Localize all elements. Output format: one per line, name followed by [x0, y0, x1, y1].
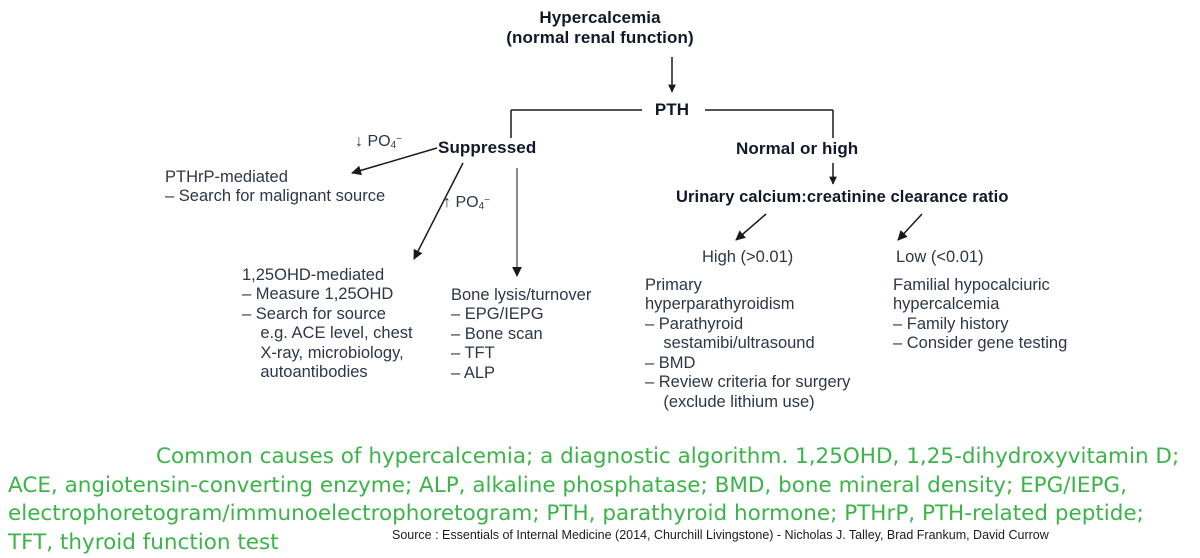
- node-suppressed: Suppressed: [438, 138, 537, 157]
- node-normal-or-high: Normal or high: [736, 139, 859, 158]
- node-ratio-high: High (>0.01): [702, 248, 794, 266]
- node-hypercalcemia-root: Hypercalcemia (normal renal function): [506, 8, 694, 48]
- node-pth: PTH: [654, 100, 690, 119]
- node-familial-hypocalciuric-hypercalcemia: Familial hypocalciuric hypercalcemia – F…: [893, 276, 1068, 353]
- node-ratio-low: Low (<0.01): [896, 248, 984, 266]
- node-pthrp-mediated: PTHrP-mediated – Search for malignant so…: [165, 168, 386, 206]
- down-arrow-icon: ↓: [355, 133, 363, 150]
- source-attribution: Source : Essentials of Internal Medicine…: [392, 528, 1049, 542]
- node-1250hd-mediated: 1,25OHD-mediated – Measure 1,25OHD – Sea…: [242, 266, 413, 382]
- node-primary-hyperparathyroidism: Primary hyperparathyroidism – Parathyroi…: [645, 276, 851, 411]
- figure-caption: Common causes of hypercalcemia; a diagno…: [8, 444, 1180, 555]
- node-urinary-calcium-creatinine-ratio: Urinary calcium:creatinine clearance rat…: [676, 188, 1009, 206]
- up-arrow-icon: ↑: [443, 194, 451, 211]
- edge-label-po4-decreased: ↓ PO4−: [355, 133, 402, 152]
- edge-label-po4-increased: ↑ PO4−: [443, 194, 490, 213]
- node-bone-lysis-turnover: Bone lysis/turnover – EPG/IEPG – Bone sc…: [451, 286, 592, 382]
